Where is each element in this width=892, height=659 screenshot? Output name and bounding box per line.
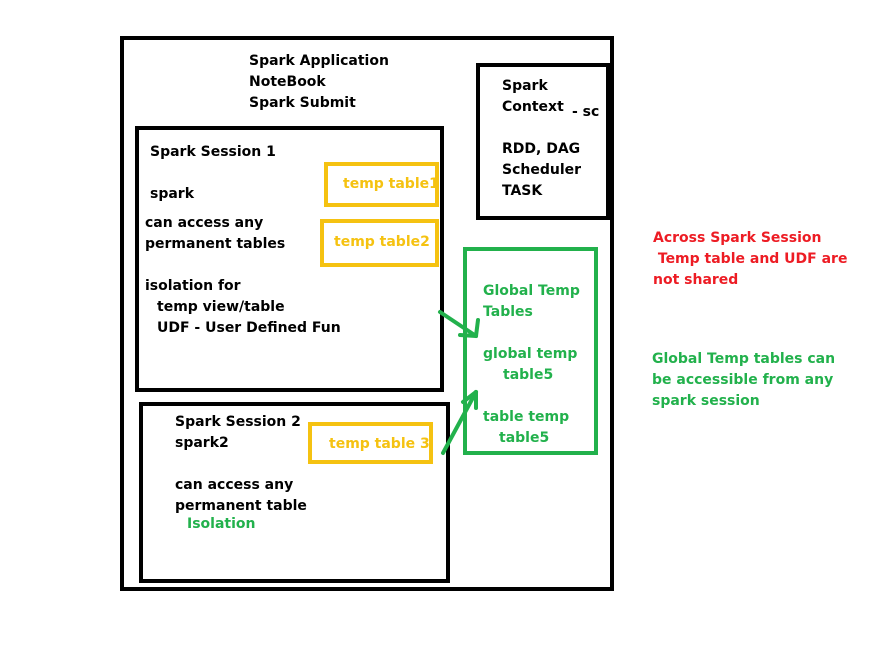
session1-var: spark <box>150 186 195 202</box>
global-item-2-line1: global temp <box>483 346 578 362</box>
temp-table-1-label: temp table1 <box>343 176 439 192</box>
temp-table-3-label: temp table 3 <box>329 436 430 452</box>
spark-application-box <box>120 36 614 591</box>
session2-access-line1: can access any <box>175 477 294 493</box>
session2-var: spark2 <box>175 435 229 451</box>
session2-isolation-label: Isolation <box>187 516 256 532</box>
arrow-session1-to-global <box>438 310 480 338</box>
session1-access-line2: permanent tables <box>145 236 286 252</box>
app-notebook: NoteBook <box>249 74 326 90</box>
context-line-rdd-dag: RDD, DAG <box>502 141 581 157</box>
note-red-line3: not shared <box>653 272 739 288</box>
context-line-spark: Spark <box>502 78 548 94</box>
spark-session-1-box <box>135 126 444 392</box>
temp-table-2-label: temp table2 <box>334 234 430 250</box>
temp-table-3-box <box>308 422 433 464</box>
context-line-context: Context <box>502 99 564 115</box>
context-sc-label: - sc <box>572 104 600 120</box>
session1-isolation-line3: UDF - User Defined Fun <box>157 320 341 336</box>
note-green-line1: Global Temp tables can <box>652 351 836 367</box>
global-temp-tables-box <box>463 247 598 455</box>
session1-isolation-line1: isolation for <box>145 278 241 294</box>
global-item-3-line2: table5 <box>499 430 550 446</box>
session1-access-line1: can access any <box>145 215 264 231</box>
note-red-line2: Temp table and UDF are <box>653 251 848 267</box>
note-red-line1: Across Spark Session <box>653 230 822 246</box>
spark-context-box <box>476 63 610 220</box>
context-line-scheduler: Scheduler <box>502 162 582 178</box>
app-spark-submit: Spark Submit <box>249 95 356 111</box>
app-title: Spark Application <box>249 53 389 69</box>
temp-table-2-box <box>320 219 439 267</box>
session2-title: Spark Session 2 <box>175 414 301 430</box>
global-item-1-line1: Global Temp <box>483 283 580 299</box>
session2-access-line2: permanent table <box>175 498 307 514</box>
session1-title: Spark Session 1 <box>150 144 276 160</box>
temp-table-1-box <box>324 162 439 207</box>
session1-isolation-line2: temp view/table <box>157 299 285 315</box>
note-green-line2: be accessible from any <box>652 372 834 388</box>
global-item-3-line1: table temp <box>483 409 570 425</box>
global-item-2-line2: table5 <box>503 367 554 383</box>
global-item-1-line2: Tables <box>483 304 533 320</box>
arrow-session2-to-global <box>441 390 478 455</box>
spark-session-2-box <box>139 402 450 583</box>
context-line-task: TASK <box>502 183 543 199</box>
note-green-line3: spark session <box>652 393 760 409</box>
